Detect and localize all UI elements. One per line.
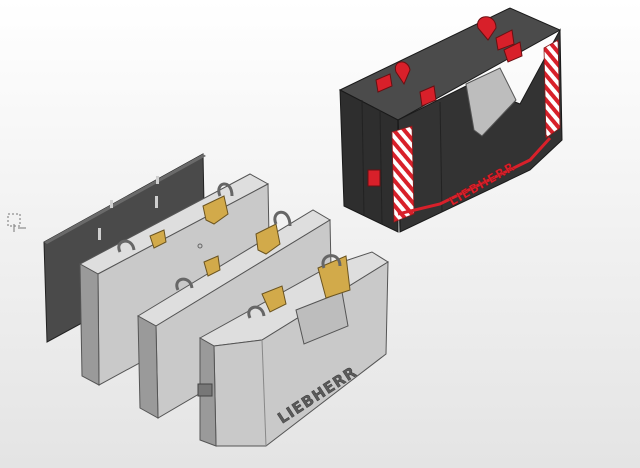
assembled-counterweight[interactable]: LIEBHERR <box>338 7 563 233</box>
lifting-hook <box>202 195 229 225</box>
red-lifting-hooks <box>375 16 523 107</box>
lifting-hook <box>261 285 287 313</box>
lifting-hook <box>317 255 351 299</box>
exploded-assembly[interactable]: LIEBHERR <box>43 153 389 447</box>
lifting-hook <box>203 255 221 277</box>
lifting-hook <box>255 223 281 255</box>
counterweight-block-3[interactable]: LIEBHERR <box>197 251 389 447</box>
lifting-hook <box>149 229 167 249</box>
crosshair-marker-icon <box>7 213 26 232</box>
